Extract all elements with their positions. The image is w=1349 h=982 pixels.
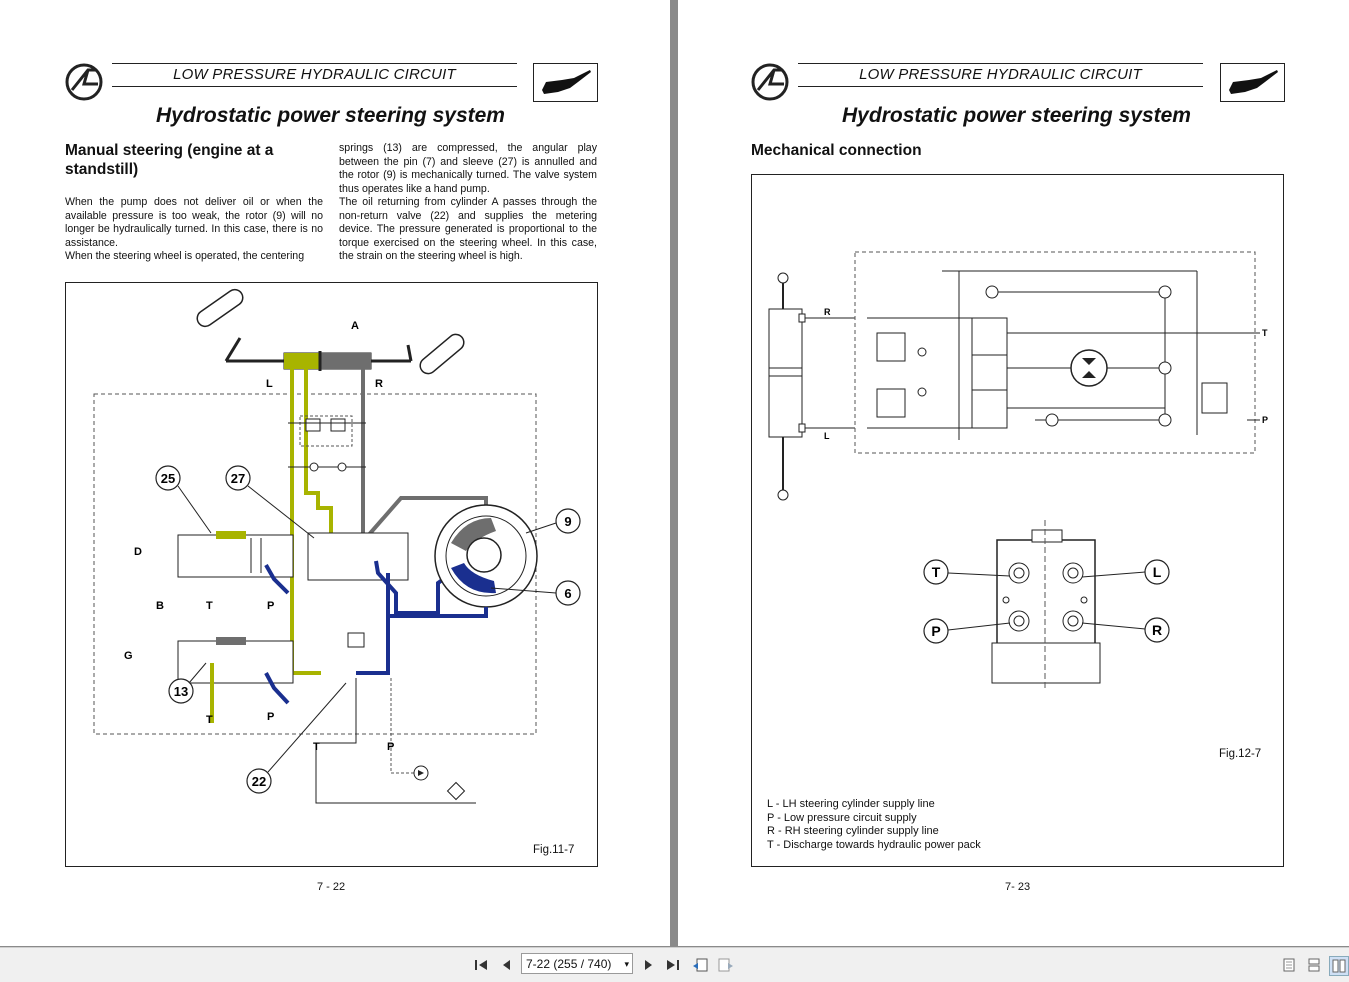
mechanical-connection-diagram: R L <box>768 251 1268 690</box>
svg-text:T: T <box>206 600 213 612</box>
figure-11-7: A L R <box>65 282 598 867</box>
viewer-toolbar: 7-22 (255 / 740) ▾ <box>0 947 1349 982</box>
col1-para2: When the steering wheel is operated, the… <box>65 250 305 262</box>
svg-text:T: T <box>313 741 320 753</box>
spool-view-bottom <box>177 637 294 723</box>
previous-page-icon[interactable] <box>497 956 515 974</box>
manufacturer-logo <box>65 63 103 101</box>
svg-text:T: T <box>932 564 941 580</box>
facing-pages-icon[interactable] <box>1329 956 1349 976</box>
svg-text:13: 13 <box>174 684 188 699</box>
next-page-icon[interactable] <box>640 956 658 974</box>
last-page-icon[interactable] <box>664 956 682 974</box>
header-rule <box>112 63 517 87</box>
svg-text:L: L <box>266 378 273 390</box>
svg-text:G: G <box>124 650 133 662</box>
page-number: 7 - 22 <box>317 881 346 893</box>
first-page-icon[interactable] <box>472 956 490 974</box>
single-page-icon[interactable] <box>1280 956 1298 974</box>
steering-unit-drawing <box>991 520 1101 690</box>
svg-text:R: R <box>375 378 383 390</box>
legend: L - LH steering cylinder supply line P -… <box>767 798 981 852</box>
col2-para1: springs (13) are compressed, the angular… <box>339 142 597 195</box>
svg-text:9: 9 <box>564 514 571 529</box>
section-heading: Manual steering (engine at a standstill) <box>65 142 274 178</box>
svg-text:22: 22 <box>252 774 266 789</box>
svg-text:R: R <box>1152 622 1162 638</box>
svg-text:6: 6 <box>564 586 571 601</box>
hand-pen-icon <box>533 63 598 102</box>
figure-caption: Fig.12-7 <box>1219 748 1262 760</box>
svg-text:P: P <box>387 741 394 753</box>
previous-view-icon[interactable] <box>691 956 709 974</box>
svg-text:D: D <box>134 546 142 558</box>
continuous-icon[interactable] <box>1305 956 1323 974</box>
main-title: Hydrostatic power steering system <box>156 104 505 127</box>
legend-item: T - Discharge towards hydraulic power pa… <box>767 838 981 851</box>
svg-text:P: P <box>267 600 274 612</box>
svg-text:P: P <box>267 711 274 723</box>
manual-steering-diagram: A L R <box>93 288 581 804</box>
label-A: A <box>351 320 359 332</box>
svg-text:P: P <box>931 623 940 639</box>
svg-text:T: T <box>1262 328 1268 338</box>
header-rule <box>798 63 1203 87</box>
chevron-down-icon: ▾ <box>624 959 629 969</box>
page-number: 7- 23 <box>1005 881 1031 893</box>
manufacturer-logo <box>751 63 789 101</box>
section-heading: Mechanical connection <box>751 142 922 159</box>
page-selector[interactable]: 7-22 (255 / 740) ▾ <box>521 953 633 974</box>
next-view-icon[interactable] <box>717 956 735 974</box>
spool-view-top <box>177 531 294 595</box>
legend-item: P - Low pressure circuit supply <box>767 811 917 824</box>
legend-item: L - LH steering cylinder supply line <box>767 798 935 810</box>
svg-text:T: T <box>206 714 213 726</box>
legend-item: R - RH steering cylinder supply line <box>767 825 939 837</box>
svg-text:27: 27 <box>231 471 245 486</box>
svg-text:25: 25 <box>161 471 175 486</box>
col1-para1: When the pump does not deliver oil or wh… <box>65 196 323 249</box>
header-title: LOW PRESSURE HYDRAULIC CIRCUIT <box>859 66 1142 83</box>
figure-caption: Fig.11-7 <box>533 844 575 856</box>
svg-text:L: L <box>1153 564 1162 580</box>
svg-text:B: B <box>156 600 164 612</box>
document-page-right: LOW PRESSURE HYDRAULIC CIRCUIT Hydrostat… <box>678 0 1349 946</box>
header-title: LOW PRESSURE HYDRAULIC CIRCUIT <box>173 66 456 83</box>
main-title: Hydrostatic power steering system <box>842 104 1191 127</box>
figure-12-7: R L <box>751 174 1284 867</box>
svg-text:L: L <box>824 431 830 441</box>
gerotor-rotor <box>434 504 538 608</box>
svg-text:P: P <box>1262 415 1268 425</box>
col2-para2: The oil returning from cylinder A passes… <box>339 196 597 262</box>
document-page-left: LOW PRESSURE HYDRAULIC CIRCUIT Hydrostat… <box>0 0 670 946</box>
svg-text:R: R <box>824 307 831 317</box>
hand-pen-icon <box>1220 63 1285 102</box>
